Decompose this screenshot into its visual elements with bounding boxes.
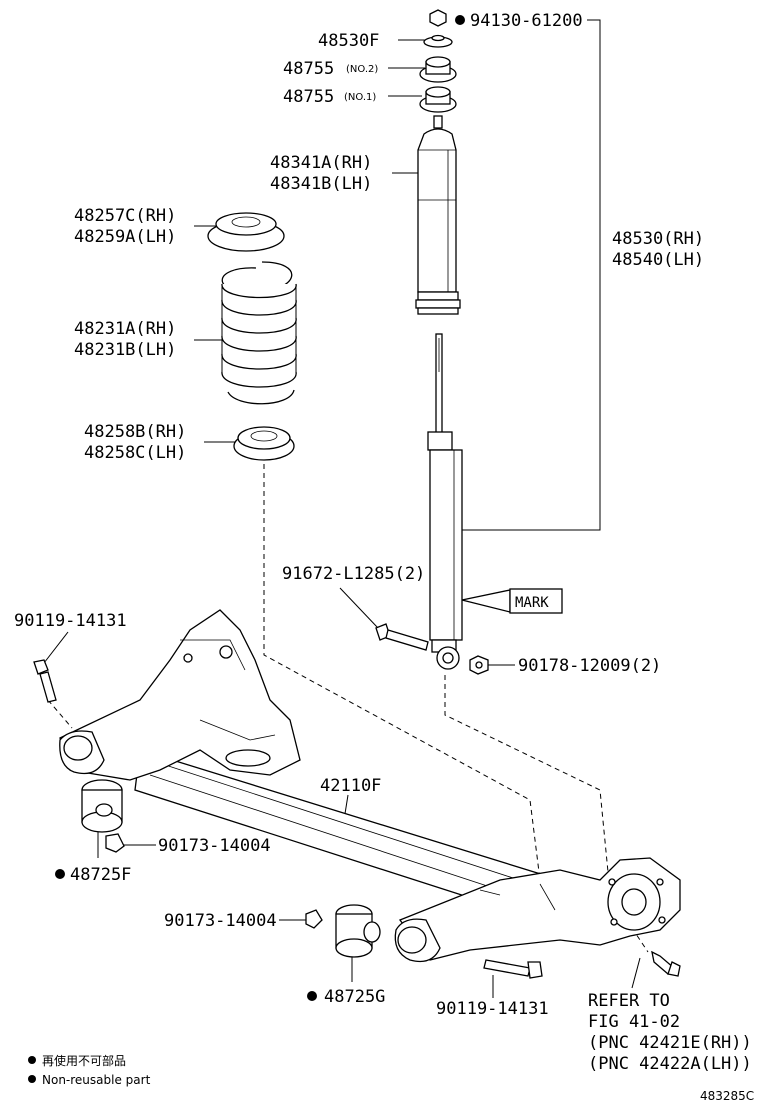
label-bumper-rh: 48341A(RH) [270, 153, 372, 173]
insulator-no2-icon [419, 56, 457, 83]
label-insulator-no2: 48755 [283, 59, 334, 79]
label-beam: 42110F [320, 776, 381, 796]
label-insulator-no2-suffix: (NO.2) [346, 64, 378, 75]
legend-dot-icon [28, 1056, 36, 1064]
label-insulator-no1: 48755 [283, 87, 334, 107]
bolt-icon [375, 623, 429, 651]
bracket-icon [423, 34, 453, 48]
legend-en: Non-reusable part [42, 1073, 151, 1087]
label-bolt-left: 90119-14131 [14, 611, 127, 631]
nut-icon [429, 9, 465, 27]
label-spring-rh: 48231A(RH) [74, 319, 176, 339]
nut-icon [469, 655, 489, 675]
bolt-icon [33, 659, 57, 703]
label-bush-right: 48725G [324, 987, 385, 1007]
bolt-icon [651, 950, 681, 977]
shock-absorber-icon [427, 333, 463, 670]
label-nut-absorber: 90178-12009(2) [518, 656, 661, 676]
label-lower-seat-lh: 48258C(LH) [84, 443, 186, 463]
legend-jp: 再使用不可部品 [42, 1053, 126, 1068]
nut-icon [105, 833, 125, 853]
leader-lines [43, 19, 641, 998]
label-upper-seat-lh: 48259A(LH) [74, 227, 176, 247]
label-upper-seat-rh: 48257C(RH) [74, 206, 176, 226]
label-absorber-lh: 48540(LH) [612, 250, 704, 270]
label-nut-top: 94130-61200 [470, 11, 583, 31]
label-lower-seat-rh: 48258B(RH) [84, 422, 186, 442]
insulator-no1-icon [419, 86, 457, 113]
bushing-icon [81, 779, 123, 833]
label-refer-1: REFER TO [588, 991, 670, 1011]
lower-seat-icon [233, 426, 295, 461]
label-nut-bush-right: 90173-14004 [164, 911, 277, 931]
bolt-icon [483, 959, 543, 979]
bushing-icon [335, 904, 381, 958]
label-bolt-right: 90119-14131 [436, 999, 549, 1019]
label-insulator-no1-suffix: (NO.1) [344, 92, 376, 103]
label-bolt-absorber: 91672-L1285(2) [282, 564, 425, 584]
label-nut-bush-left: 90173-14004 [158, 836, 271, 856]
non-reusable-mark-icon [55, 869, 65, 879]
diagram-id: 483285C [700, 1089, 754, 1103]
label-bumper-lh: 48341B(LH) [270, 174, 372, 194]
label-bracket: 48530F [318, 31, 379, 51]
bumper-icon [415, 115, 461, 315]
label-refer-4: (PNC 42422A(LH)) [588, 1054, 752, 1074]
label-bush-left: 48725F [70, 865, 131, 885]
legend-dot-icon [28, 1075, 36, 1083]
axle-beam-icon [59, 609, 681, 963]
label-spring-lh: 48231B(LH) [74, 340, 176, 360]
nut-icon [305, 909, 323, 929]
label-refer-2: FIG 41-02 [588, 1012, 680, 1032]
upper-seat-icon [207, 212, 285, 252]
label-absorber-rh: 48530(RH) [612, 229, 704, 249]
label-refer-3: (PNC 42421E(RH)) [588, 1033, 752, 1053]
label-mark: MARK [515, 595, 549, 611]
coil-spring-icon [221, 261, 297, 405]
non-reusable-mark-icon [307, 991, 317, 1001]
